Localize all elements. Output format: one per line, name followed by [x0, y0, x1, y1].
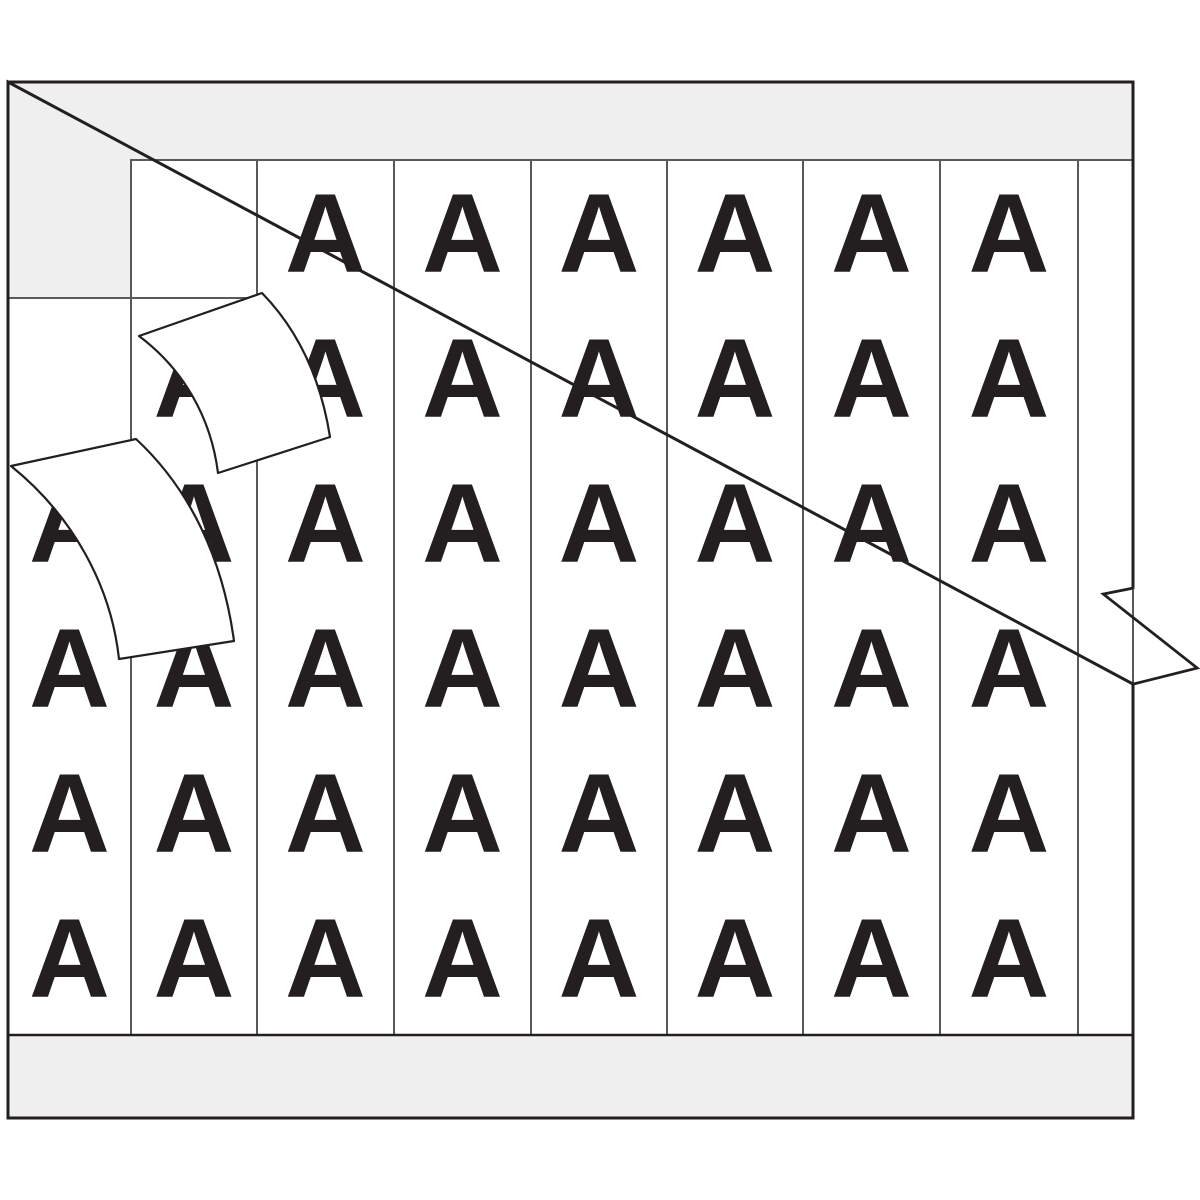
label-letter: A: [559, 896, 640, 1021]
label-letter: A: [29, 896, 110, 1021]
label-letter: A: [559, 171, 640, 296]
label-letter: A: [969, 171, 1050, 296]
label-letter: A: [422, 606, 503, 731]
peeled-label-lower[interactable]: [9, 437, 236, 661]
peeled-label-upper[interactable]: [137, 291, 332, 475]
label-letter: A: [154, 751, 235, 876]
label-letter: A: [969, 461, 1050, 586]
peeled-labels-group: [9, 291, 332, 661]
label-letter: A: [695, 461, 776, 586]
label-letter: A: [831, 751, 912, 876]
die-cut-notch-icon: [1100, 586, 1200, 686]
label-letter: A: [29, 606, 110, 731]
label-letter: A: [831, 606, 912, 731]
label-letter: A: [285, 171, 366, 296]
label-letter: A: [831, 461, 912, 586]
label-letter: A: [285, 751, 366, 876]
label-letter: A: [969, 606, 1050, 731]
label-letter: A: [285, 896, 366, 1021]
label-letter: A: [422, 316, 503, 441]
label-letter: A: [831, 896, 912, 1021]
label-letter: A: [969, 896, 1050, 1021]
label-letter: A: [969, 751, 1050, 876]
label-letter: A: [559, 606, 640, 731]
label-letter: A: [422, 896, 503, 1021]
label-letter: A: [695, 171, 776, 296]
label-letter: A: [154, 896, 235, 1021]
label-letter: A: [559, 316, 640, 441]
label-letter: A: [695, 606, 776, 731]
label-letter: A: [559, 751, 640, 876]
label-letter: A: [831, 316, 912, 441]
label-letter: A: [422, 171, 503, 296]
label-letter: A: [29, 751, 110, 876]
label-letter: A: [285, 606, 366, 731]
label-letter: A: [695, 316, 776, 441]
label-letter: A: [695, 751, 776, 876]
label-letter: A: [422, 461, 503, 586]
label-letter: A: [969, 316, 1050, 441]
label-letter: A: [831, 171, 912, 296]
sheet-outer-outline: [6, 79, 1135, 1120]
label-letter: A: [695, 896, 776, 1021]
label-letter: A: [422, 751, 503, 876]
label-letter: A: [285, 461, 366, 586]
label-letter: A: [559, 461, 640, 586]
